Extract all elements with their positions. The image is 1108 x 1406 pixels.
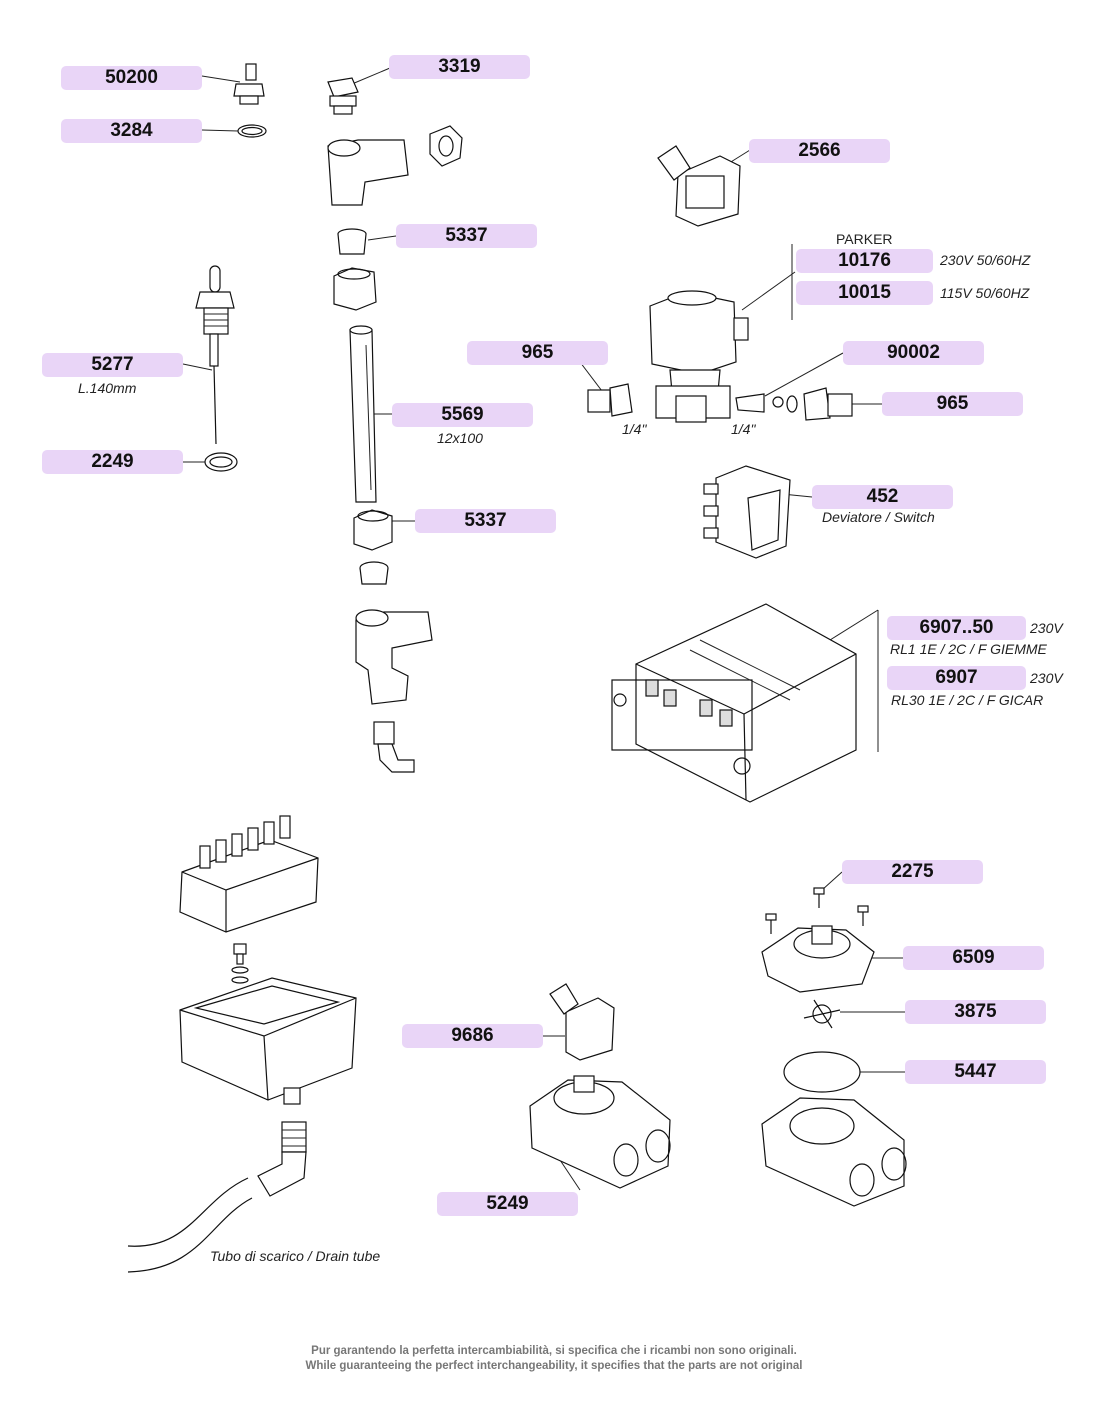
note-size-12x100: 12x100: [437, 430, 483, 446]
note-drain-tube: Tubo di scarico / Drain tube: [210, 1248, 381, 1264]
drain-tube-drawing: [127, 1121, 307, 1273]
note-rl30-gicar: RL30 1E / 2C / F GICAR: [891, 692, 1044, 708]
small-elbow-drawing: [373, 721, 415, 773]
part-5249-drawing: [529, 1075, 671, 1189]
part-5337-bottom-drawing: [353, 509, 393, 585]
part-452-drawing: [703, 465, 791, 559]
part-label-3284: 3284: [61, 119, 202, 143]
note-230v-5060hz: 230V 50/60HZ: [940, 252, 1031, 268]
part-90002-drawing: [735, 393, 798, 413]
part-label-2566: 2566: [749, 139, 890, 163]
part-3875-drawing: [803, 999, 841, 1029]
nut-drawing: [333, 267, 377, 311]
part-5569-drawing: [349, 325, 377, 503]
part-3284-drawing: [237, 124, 267, 138]
part-label-452: 452: [812, 485, 953, 509]
part-label-9686: 9686: [402, 1024, 543, 1048]
note-230v-giemme: 230V: [1030, 620, 1063, 636]
note-thread-right: 1/4": [731, 421, 756, 437]
nozzle-tray-drawing: [179, 815, 319, 933]
solenoid-valve-drawing: [649, 290, 749, 423]
note-length-140mm: L.140mm: [78, 380, 137, 396]
flow-meter-body-right: [761, 1097, 907, 1207]
part-50200-drawing: [233, 63, 265, 105]
part-3319-drawing: [327, 77, 359, 115]
part-5337-top-drawing: [337, 228, 367, 255]
drain-box-drawing: [179, 977, 357, 1105]
part-label-5249: 5249: [437, 1192, 578, 1216]
part-2249-drawing: [204, 452, 238, 472]
part-965-left-drawing: [587, 383, 633, 417]
elbow-fitting-bottom: [355, 609, 433, 705]
part-label-5569: 5569: [392, 403, 533, 427]
footer-disclaimer-en: While guaranteeing the perfect interchan…: [305, 1360, 803, 1372]
part-5277-drawing: [195, 265, 235, 445]
part-2566-drawing: [657, 145, 741, 227]
part-5447-drawing: [783, 1051, 861, 1093]
note-switch: Deviatore / Switch: [822, 509, 935, 525]
part-label-5447: 5447: [905, 1060, 1046, 1084]
part-label-5337-bottom: 5337: [415, 509, 556, 533]
footer-disclaimer-it: Pur garantendo la perfetta intercambiabi…: [311, 1345, 797, 1357]
part-label-5277: 5277: [42, 353, 183, 377]
screw-and-seals-drawing: [231, 943, 249, 984]
part-label-965-left: 965: [467, 341, 608, 365]
relay-box-drawing: [611, 603, 857, 803]
part-label-3875: 3875: [905, 1000, 1046, 1024]
part-label-2249: 2249: [42, 450, 183, 474]
part-label-6907-50: 6907..50: [887, 616, 1026, 640]
leader-lines: [182, 67, 905, 1191]
note-parker: PARKER: [836, 231, 893, 247]
note-thread-left: 1/4": [622, 421, 647, 437]
part-label-6907: 6907: [887, 666, 1026, 690]
part-label-50200: 50200: [61, 66, 202, 90]
note-115v-5060hz: 115V 50/60HZ: [940, 285, 1030, 301]
note-230v-gicar: 230V: [1030, 670, 1063, 686]
elbow-fitting-top: [327, 125, 463, 206]
part-label-965-right: 965: [882, 392, 1023, 416]
part-6509-drawing: [761, 925, 875, 993]
part-label-5337-top: 5337: [396, 224, 537, 248]
part-2275-drawing: [765, 887, 869, 934]
part-label-2275: 2275: [842, 860, 983, 884]
part-label-90002: 90002: [843, 341, 984, 365]
part-965-right-drawing: [803, 387, 853, 421]
part-label-3319: 3319: [389, 55, 530, 79]
part-label-10176: 10176: [796, 249, 933, 273]
part-9686-drawing: [549, 983, 615, 1061]
part-label-10015: 10015: [796, 281, 933, 305]
part-label-6509: 6509: [903, 946, 1044, 970]
note-rl1-giemme: RL1 1E / 2C / F GIEMME: [890, 641, 1047, 657]
